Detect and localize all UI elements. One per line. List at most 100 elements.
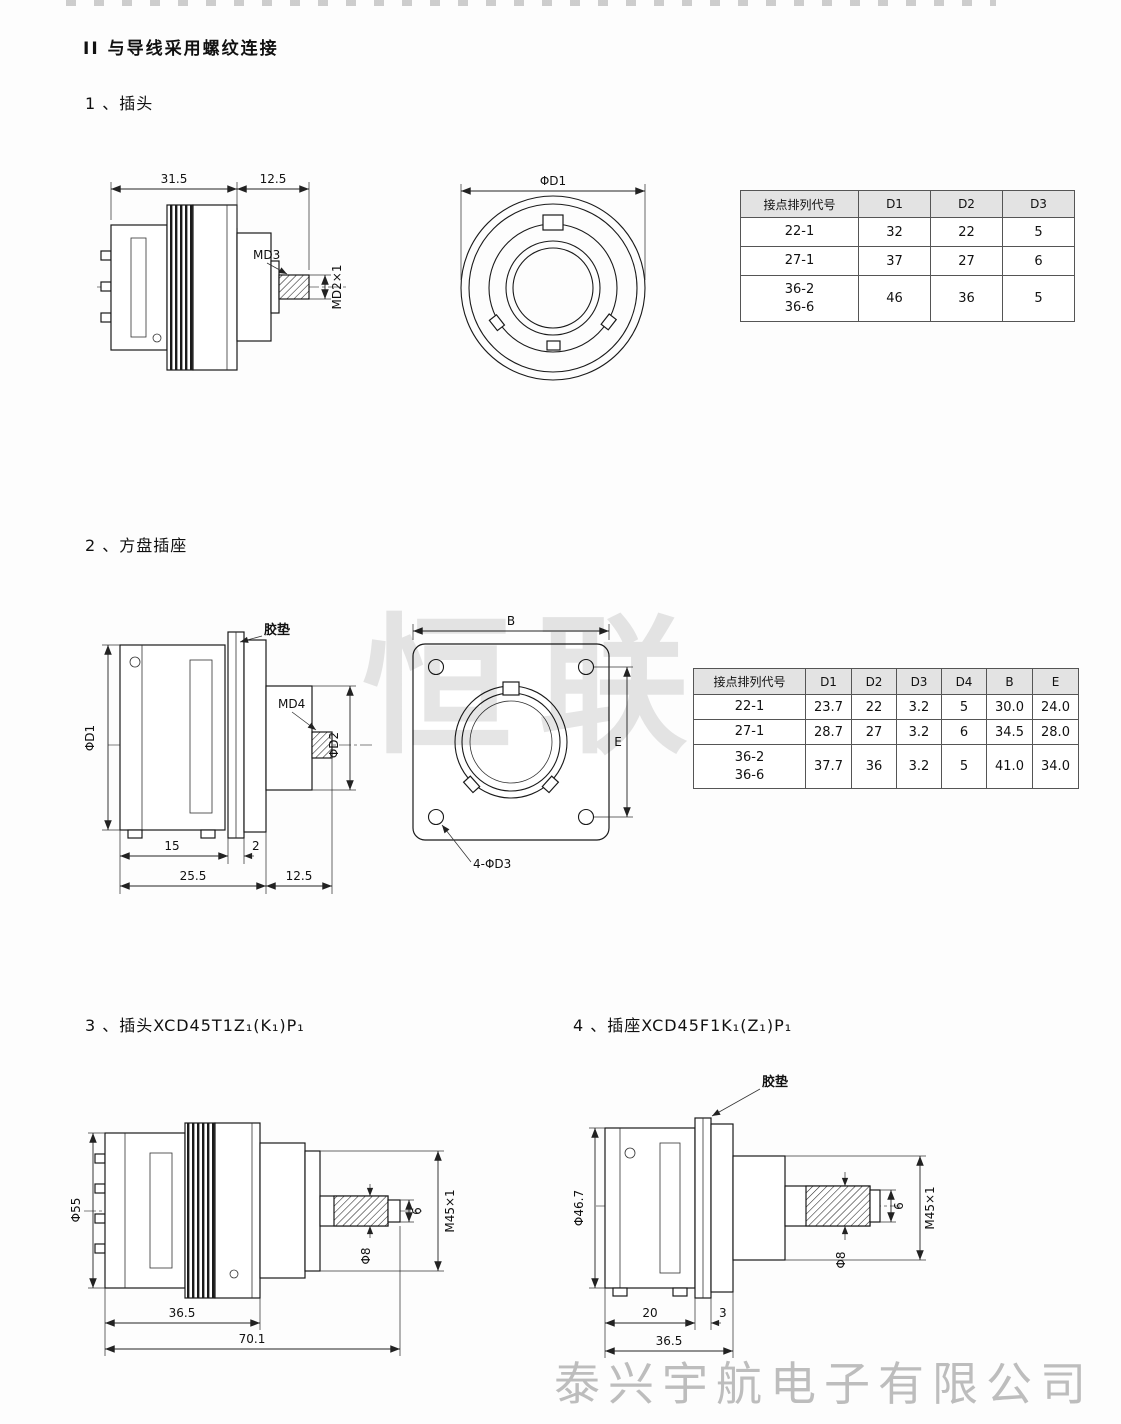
socket-xcd45-dimensions: 胶垫 Φ46.7 Φ8 6 M45×1 20 3 [572,1074,937,1358]
cell: 5 [1002,275,1075,322]
cell: 5 [941,744,987,789]
cell: 22-1 [740,217,859,247]
socket-front-view-drawing: B E 4-ΦD3 [412,614,633,871]
cell: 34.5 [986,719,1033,745]
holes-label: 4-ΦD3 [473,857,511,871]
md2x1-label: MD2×1 [330,265,344,310]
d1-label: ΦD1 [83,725,97,751]
plug-xcd45-dimensions: Φ55 Φ8 6 M45×1 36.5 70.1 [69,1132,457,1356]
cell: 3.2 [896,719,942,745]
plug-xcd45-drawing: Φ55 Φ8 6 M45×1 36.5 70.1 [69,1122,457,1356]
cell: 6 [941,719,987,745]
cell: 36-2 36-6 [693,744,806,789]
dim-label: 2 [252,839,260,853]
cell: 27-1 [740,246,859,276]
dim-label: 31.5 [161,172,188,186]
cell: 6 [1002,246,1075,276]
cell: 22 [930,217,1003,247]
table-row: 22-1 32 22 5 [740,217,1075,247]
knurl-band [166,204,194,371]
md4-label: MD4 [278,697,305,711]
mounting-hole [427,658,445,676]
cell: 37 [858,246,931,276]
section2-spec-table: 接点排列代号 D1 D2 D3 D4 B E 22-1 23.7 22 3.2 … [693,668,1079,789]
dim-e-label: E [614,735,622,749]
cell: 28.7 [805,719,852,745]
flange [710,1123,734,1293]
dim-label: 36.5 [656,1334,683,1348]
thread-section [333,1195,389,1227]
col-header: 接点排列代号 [740,190,859,218]
d2-label: ΦD2 [327,732,341,758]
cell: 3.2 [896,744,942,789]
cell: 30.0 [986,694,1033,720]
cell: 22-1 [693,694,806,720]
col-header: D4 [941,668,987,695]
flange-dimensions: B E 4-ΦD3 [412,614,633,871]
mounting-hole [427,808,445,826]
table-row: 36-2 36-6 46 36 5 [740,275,1075,322]
col-header: D3 [896,668,942,695]
col-header: D2 [930,190,1003,218]
thread-section [805,1185,871,1227]
cell: 24.0 [1032,694,1079,720]
thread-stub [278,274,310,300]
bayonet-tab [600,313,618,331]
plug-dimensions: 31.5 12.5 MD3 MD2×1 [110,172,344,310]
m45-label: M45×1 [443,1189,457,1232]
section4-title: 4 、插座XCD45F1K₁(Z₁)P₁ [573,1016,793,1035]
socket-xcd45-drawing: 胶垫 Φ46.7 Φ8 6 M45×1 20 3 [572,1074,937,1358]
m45-label: M45×1 [923,1186,937,1229]
section1-title: 1 、插头 [85,94,154,113]
d8-label: Φ8 [359,1247,373,1264]
flange [243,639,267,833]
dim-6-label: 6 [892,1202,906,1210]
d467-label: Φ46.7 [572,1190,586,1226]
cell: 5 [1002,217,1075,247]
knurl-band [184,1122,216,1299]
dim-label: 3 [719,1306,727,1320]
col-header: D1 [805,668,852,695]
col-header: D2 [851,668,897,695]
gasket-label: 胶垫 [762,1074,788,1090]
socket-xcd45-body [596,1117,900,1299]
cell: 27 [930,246,1003,276]
md3-label: MD3 [253,248,280,262]
dim-label: 12.5 [260,172,287,186]
cell: 22 [851,694,897,720]
cell: 36-2 36-6 [740,275,859,322]
bayonet-tab [541,775,560,794]
bayonet-tab [488,313,506,332]
cell: 23.7 [805,694,852,720]
front-view-dimension: ΦD1 [460,174,646,280]
dim-label: 70.1 [239,1332,266,1346]
flange-face [412,643,610,841]
cell: 5 [941,694,987,720]
dim-label: 36.5 [169,1306,196,1320]
cell: 36 [930,275,1003,322]
bayonet-tab [546,340,561,351]
gasket-label: 胶垫 [264,622,290,638]
socket-dimensions: 胶垫 MD4 ΦD1 ΦD2 15 2 25.5 12.5 [83,622,356,894]
section2-title: 2 、方盘插座 [85,536,188,555]
plug-xcd45-body [84,1122,422,1299]
dim-b-label: B [507,614,515,628]
col-header: B [986,668,1033,695]
table-row: 36-2 36-6 37.7 36 3.2 5 41.0 34.0 [693,744,1079,789]
section3-title: 3 、插头XCD45T1Z₁(K₁)P₁ [85,1016,305,1035]
cell: 41.0 [986,744,1033,789]
dim-d1-label: ΦD1 [540,174,566,188]
mounting-hole [577,658,595,676]
cell: 34.0 [1032,744,1079,789]
key-slot [542,214,564,231]
cell: 46 [858,275,931,322]
cell: 32 [858,217,931,247]
socket-side-view-drawing: 胶垫 MD4 ΦD1 ΦD2 15 2 25.5 12.5 [83,622,372,894]
col-header: 接点排列代号 [693,668,806,695]
cell: 28.0 [1032,719,1079,745]
socket-body [108,631,372,839]
plug-front-view-drawing: ΦD1 [460,174,646,381]
cell: 27-1 [693,719,806,745]
dim-label: 15 [164,839,179,853]
